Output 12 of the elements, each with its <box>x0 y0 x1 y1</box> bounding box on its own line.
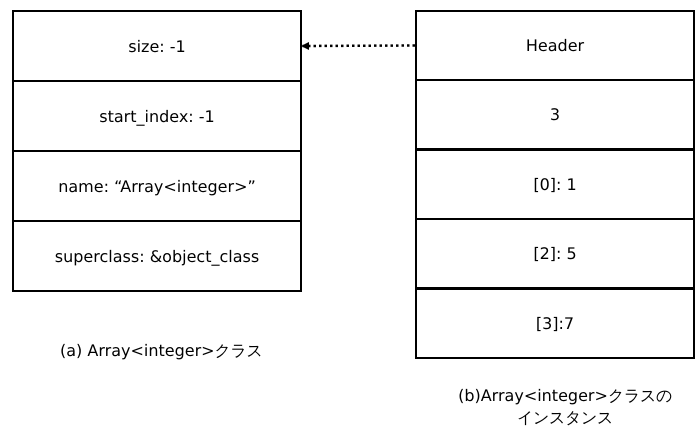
arrow <box>301 42 415 50</box>
table-cell: [0]: 1 <box>415 149 695 220</box>
table-cell: name: “Array<integer>” <box>12 150 302 222</box>
caption: (a) Array<integer>クラス <box>60 340 264 362</box>
table-cell: Header <box>415 10 695 81</box>
table-cell: superclass: &object_class <box>12 220 302 292</box>
table-cell: [2]: 5 <box>415 218 695 289</box>
caption: (b)Array<integer>クラスのインスタンス <box>457 385 673 429</box>
table-cell: start_index: -1 <box>12 80 302 152</box>
table-cell: [3]:7 <box>415 288 695 359</box>
table-cell: size: -1 <box>12 10 302 82</box>
table-cell: 3 <box>415 79 695 150</box>
